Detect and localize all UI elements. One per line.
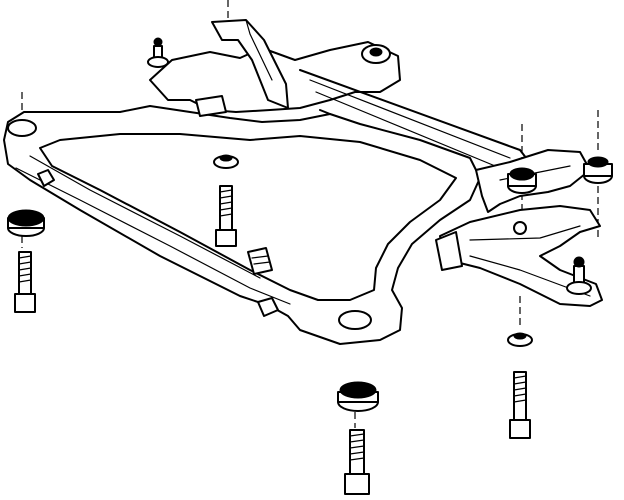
bolt-threads xyxy=(349,433,365,461)
mount-bolts xyxy=(14,185,531,495)
center-mount-hole xyxy=(338,310,372,330)
rear-crossmember xyxy=(149,19,541,183)
bolt-head xyxy=(14,293,36,313)
frame-bracket-mid-ribs xyxy=(251,255,271,265)
washer-center-left xyxy=(213,154,239,169)
stud-tip xyxy=(369,47,383,57)
insulator-left xyxy=(7,209,45,237)
ball-stud-rear-right xyxy=(361,44,391,64)
insulator-top xyxy=(7,209,45,227)
insulator-center xyxy=(337,381,379,412)
crossmember-opening xyxy=(39,133,457,301)
frame-brackets xyxy=(195,95,273,275)
bolt-threads xyxy=(18,255,32,283)
washer-hole xyxy=(219,154,233,162)
bolt-head xyxy=(344,473,370,495)
insulator-top xyxy=(339,381,377,399)
left-mount-hole xyxy=(7,119,37,137)
washer-right xyxy=(507,332,533,347)
insulator-right-inner xyxy=(507,167,537,194)
bolt-center-left xyxy=(215,185,237,247)
stud-tip xyxy=(573,256,585,268)
stud-base xyxy=(147,56,169,68)
bolt-right xyxy=(509,371,531,439)
frame-bracket-rear xyxy=(195,95,227,117)
crossmember-tab-left xyxy=(37,169,55,187)
crossmember-inner-edge xyxy=(29,155,261,279)
bolt-head xyxy=(215,229,237,247)
crossmember-lower-edge xyxy=(15,167,291,305)
upper-bracket xyxy=(211,19,289,109)
beam-edges xyxy=(309,79,511,169)
insulator-top xyxy=(587,156,609,168)
control-arm-bushing-bracket xyxy=(435,231,463,271)
bolt-threads xyxy=(219,189,233,217)
insulator-top xyxy=(509,167,535,181)
stud-base xyxy=(566,281,592,295)
ball-studs xyxy=(147,37,592,295)
front-crossmember xyxy=(3,105,481,345)
mount-insulators xyxy=(7,156,613,412)
right-lower-control-arm xyxy=(435,205,603,307)
ball-stud-right xyxy=(566,256,592,295)
bolt-head xyxy=(509,419,531,439)
washers xyxy=(213,154,533,347)
bolt-center xyxy=(344,429,370,495)
frame-bracket-mid xyxy=(247,247,273,275)
crossmember-tab-center xyxy=(257,297,279,317)
upper-bracket-edge xyxy=(245,19,273,81)
bolt-left xyxy=(14,251,36,313)
stud-tip xyxy=(153,37,163,47)
control-arm-pivot xyxy=(513,221,527,235)
insulator-far-right xyxy=(583,156,613,184)
bolt-threads xyxy=(513,375,527,403)
ball-stud-rear-left xyxy=(147,37,169,68)
washer-hole xyxy=(513,332,527,340)
